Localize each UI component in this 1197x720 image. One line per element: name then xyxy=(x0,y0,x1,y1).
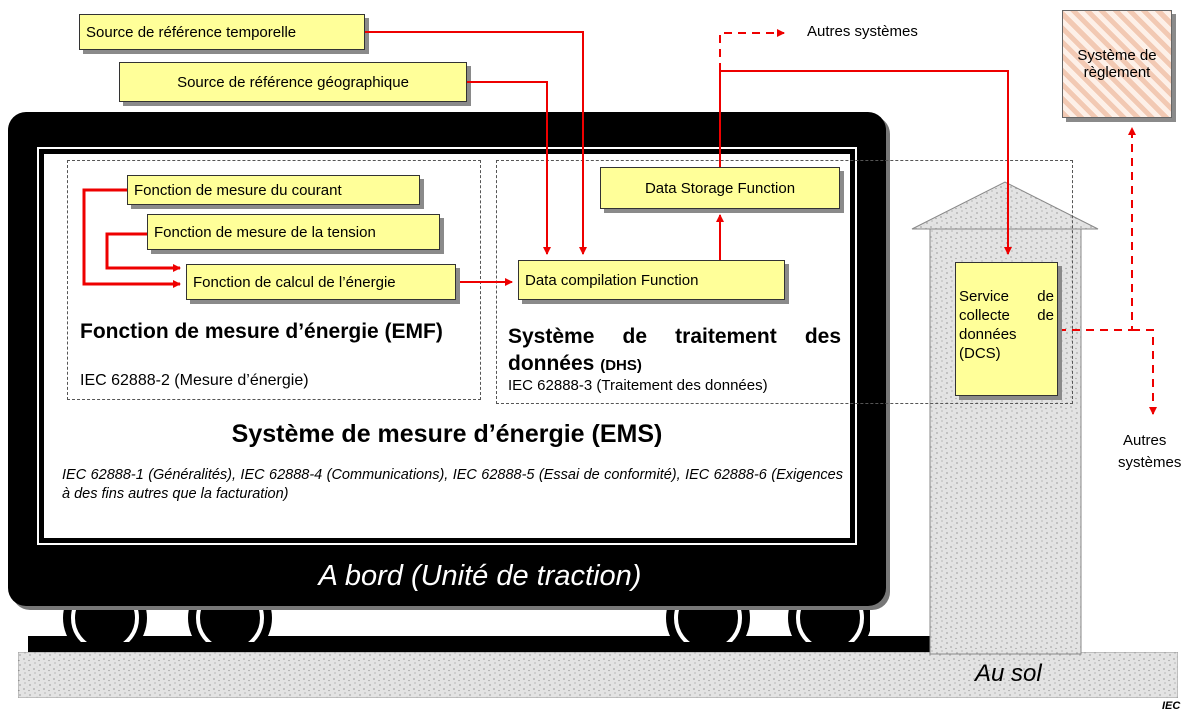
ems-standards: IEC 62888-1 (Généralités), IEC 62888-4 (… xyxy=(62,467,843,502)
emf-standard: IEC 62888-2 (Mesure d’énergie) xyxy=(80,372,309,389)
ems-title: Système de mesure d’énergie (EMS) xyxy=(231,420,663,448)
settlement-system[interactable]: Système de règlement xyxy=(1062,10,1172,118)
current-measurement-function[interactable]: Fonction de mesure du courant xyxy=(127,175,420,205)
energy-calculation-function[interactable]: Fonction de calcul de l’énergie xyxy=(186,264,456,300)
onboard-label: A bord (Unité de traction) xyxy=(318,560,642,592)
voltage-measurement-function[interactable]: Fonction de mesure de la tension xyxy=(147,214,440,250)
emf-group-border xyxy=(67,160,481,400)
data-compilation-function[interactable]: Data compilation Function xyxy=(518,260,785,300)
dcs-to-other-systems-arrow xyxy=(1132,329,1157,415)
time-reference-source[interactable]: Source de référence temporelle xyxy=(79,14,365,50)
other-systems-right-label-line2: systèmes xyxy=(1118,454,1182,471)
ground xyxy=(18,652,1178,698)
dhs-title-abbrev: (DHS) xyxy=(600,357,642,374)
ground-label: Au sol xyxy=(975,660,1042,687)
dhs-title: Système de traitement des données xyxy=(508,325,841,375)
emf-title: Fonction de mesure d’énergie (EMF) xyxy=(80,320,443,343)
iec-source-mark: IEC xyxy=(1162,700,1181,712)
other-systems-right-label-line1: Autres xyxy=(1123,432,1167,449)
data-collection-service[interactable]: Service de collecte de données (DCS) xyxy=(955,262,1058,396)
time-source-arrow xyxy=(365,31,587,255)
geo-source-arrow xyxy=(467,81,551,255)
dhs-title-block: Système de traitement des données (DHS) xyxy=(508,323,841,379)
voltage-to-energy-connector xyxy=(105,232,181,272)
dhs-standard: IEC 62888-3 (Traitement des données) xyxy=(508,377,768,394)
settlement-system-label: Système de règlement xyxy=(1077,47,1157,81)
vehicle-wheels xyxy=(63,596,870,642)
other-systems-top-arrow xyxy=(719,29,785,71)
current-to-energy-connector xyxy=(82,188,181,288)
other-systems-top-label: Autres systèmes xyxy=(807,23,918,40)
storage-uplink-connector xyxy=(719,70,1012,255)
dcs-to-settlement-arrow xyxy=(1058,127,1136,331)
data-collection-service-label: Service de collecte de données (DCS) xyxy=(959,288,1054,362)
data-storage-function[interactable]: Data Storage Function xyxy=(600,167,840,209)
geo-reference-source[interactable]: Source de référence géographique xyxy=(119,62,467,102)
